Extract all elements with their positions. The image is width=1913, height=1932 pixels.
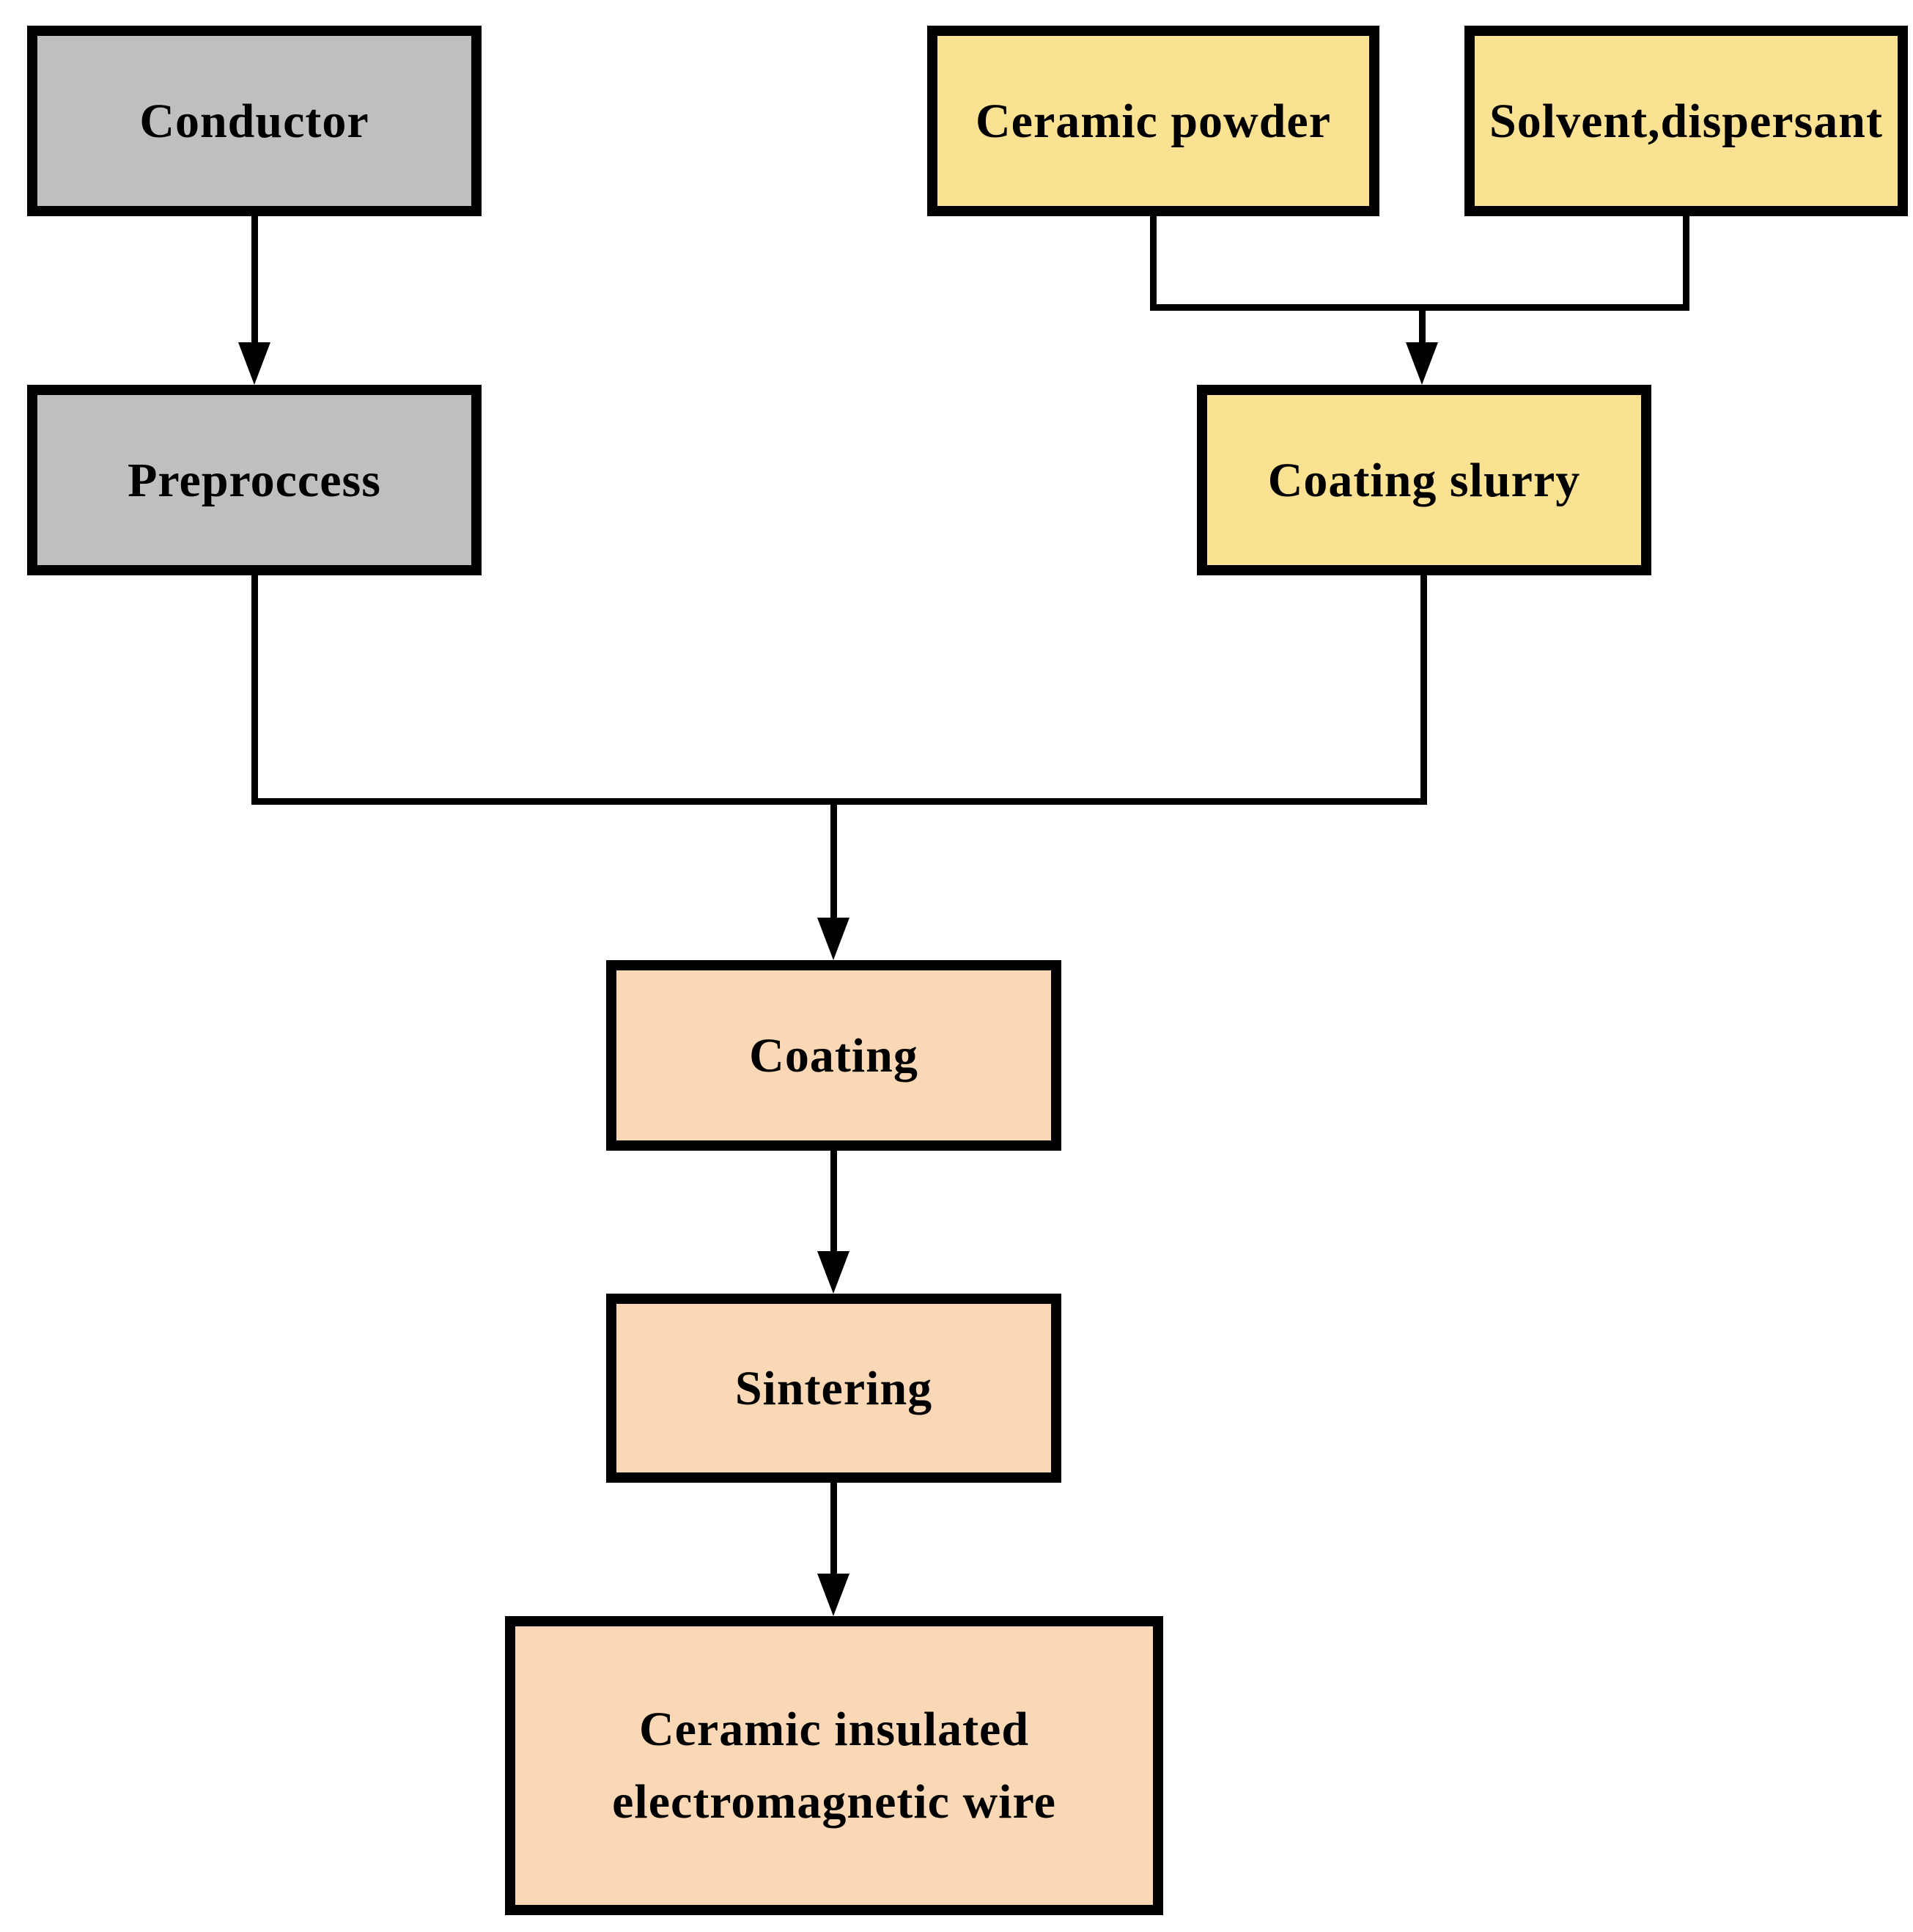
node-sintering: Sintering xyxy=(606,1294,1061,1483)
edge-ceramic-powder-drop xyxy=(1150,216,1157,311)
node-conductor: Conductor xyxy=(27,26,482,216)
edge-solvent-dispersant-drop xyxy=(1683,216,1689,311)
edge-preproccess-drop xyxy=(251,575,258,805)
node-coating-label: Coating xyxy=(749,1028,918,1083)
edge-conductor-preproccess-arrowhead-icon xyxy=(238,342,270,385)
edge-merge2-coating-arrowhead-icon xyxy=(817,918,849,960)
edge-coating-sintering-arrowhead-icon xyxy=(817,1251,849,1294)
node-ceramic-powder: Ceramic powder xyxy=(927,26,1379,216)
node-sintering-label: Sintering xyxy=(734,1361,933,1415)
node-preproccess: Preproccess xyxy=(27,385,482,575)
node-coating: Coating xyxy=(606,960,1061,1151)
edge-conductor-preproccess-shaft xyxy=(251,216,258,345)
node-conductor-label: Conductor xyxy=(139,94,369,148)
node-coating-slurry-label: Coating slurry xyxy=(1267,453,1581,507)
node-ceramic-insulated-wire-label: Ceramic insulated electromagnetic wire xyxy=(612,1703,1056,1829)
edge-sintering-final-shaft xyxy=(830,1483,837,1577)
node-preproccess-label: Preproccess xyxy=(128,453,381,507)
edge-merge2-coating-shaft xyxy=(830,798,837,921)
edge-merge1-coating-slurry-shaft xyxy=(1419,304,1426,345)
edge-coating-sintering-shaft xyxy=(830,1151,837,1254)
node-solvent-dispersant: Solvent,dispersant xyxy=(1464,26,1908,216)
node-coating-slurry: Coating slurry xyxy=(1197,385,1651,575)
edge-merge2-horizontal xyxy=(251,798,1427,805)
node-ceramic-powder-label: Ceramic powder xyxy=(975,94,1332,148)
node-ceramic-insulated-wire: Ceramic insulated electromagnetic wire xyxy=(505,1616,1163,1915)
edge-coating-slurry-drop xyxy=(1420,575,1427,805)
node-solvent-dispersant-label: Solvent,dispersant xyxy=(1489,94,1883,148)
edge-sintering-final-arrowhead-icon xyxy=(817,1574,849,1616)
edge-merge1-coating-slurry-arrowhead-icon xyxy=(1406,342,1438,385)
